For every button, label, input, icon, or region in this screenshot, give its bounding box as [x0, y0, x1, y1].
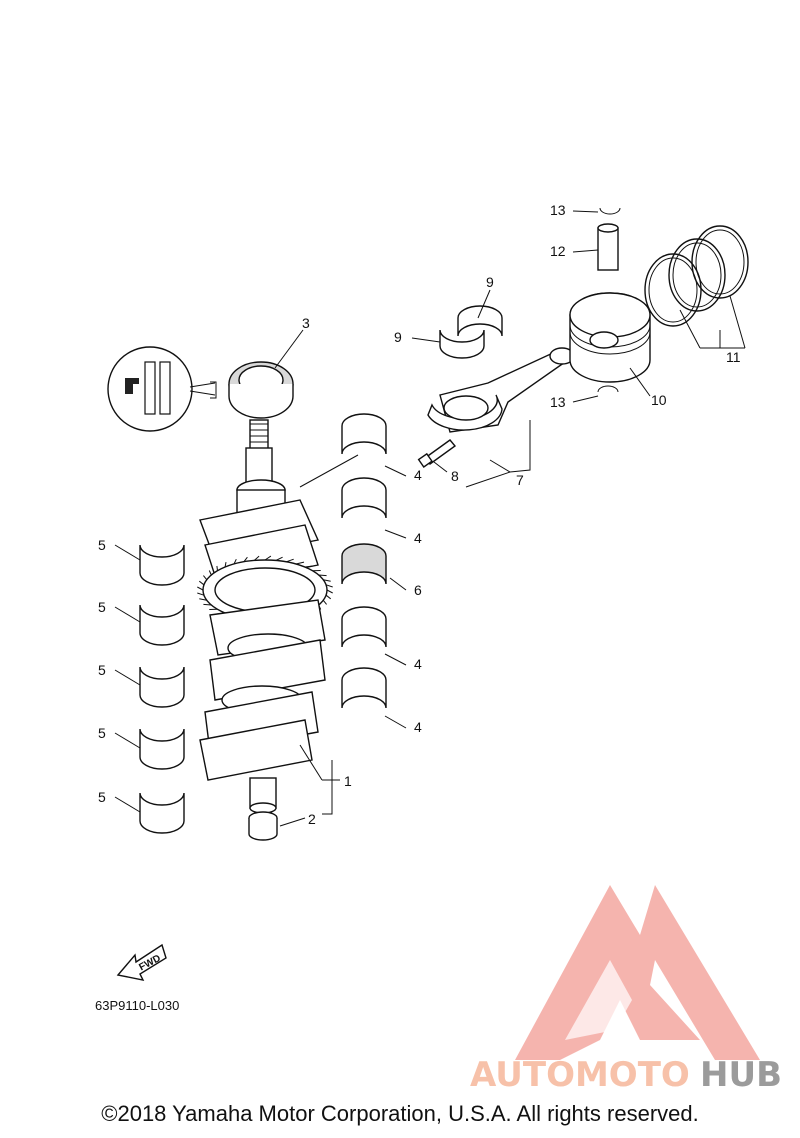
diagram-code: 63P9110-L030 [95, 998, 179, 1013]
copyright-notice: ©2018 Yamaha Motor Corporation, U.S.A. A… [101, 1101, 699, 1126]
callout-2: 2 [308, 811, 316, 827]
callout-9b: 9 [394, 329, 402, 345]
callout-5a: 5 [98, 537, 106, 553]
callout-labels: 1 2 3 4 4 6 4 4 5 5 5 5 5 7 8 9 9 10 11 … [98, 202, 741, 827]
callout-4a: 4 [414, 467, 422, 483]
callout-13b: 13 [550, 394, 566, 410]
automotohub-logo: AUTOMOTO HUB [470, 885, 782, 1095]
callout-4b: 4 [414, 530, 422, 546]
callout-1: 1 [344, 773, 352, 789]
callout-3: 3 [302, 315, 310, 331]
fwd-label: FWD [137, 953, 162, 973]
main-bearings-lower [139, 544, 185, 834]
callout-7: 7 [516, 472, 524, 488]
oil-seal [228, 361, 294, 419]
seal-detail-inset [107, 346, 217, 432]
logo-triangle-mark [515, 885, 760, 1060]
bushing [248, 811, 278, 841]
callout-9a: 9 [486, 274, 494, 290]
piston-pin-clips [597, 207, 621, 393]
piston-pin [597, 223, 619, 271]
piston [569, 292, 651, 383]
rod-bolt [417, 439, 457, 468]
callout-8: 8 [451, 468, 459, 484]
callout-6: 6 [414, 582, 422, 598]
connecting-rod [427, 347, 575, 433]
rod-bearings [439, 305, 503, 359]
callout-5d: 5 [98, 725, 106, 741]
main-bearings-upper [341, 413, 387, 709]
callout-10: 10 [651, 392, 667, 408]
callout-5c: 5 [98, 662, 106, 678]
callout-13a: 13 [550, 202, 566, 218]
piston-rings [644, 225, 749, 327]
callout-12: 12 [550, 243, 566, 259]
logo-inner-cut [565, 960, 632, 1040]
callout-4c: 4 [414, 656, 422, 672]
callout-11: 11 [726, 349, 741, 365]
watermark-text-a: AUTOMOTO [470, 1055, 690, 1095]
callout-4d: 4 [414, 719, 422, 735]
callout-5b: 5 [98, 599, 106, 615]
crankshaft [197, 419, 333, 814]
watermark-text-b: HUB [700, 1055, 782, 1095]
callout-5e: 5 [98, 789, 106, 805]
forward-arrow: FWD [116, 943, 167, 981]
leader-lines [114, 210, 746, 827]
